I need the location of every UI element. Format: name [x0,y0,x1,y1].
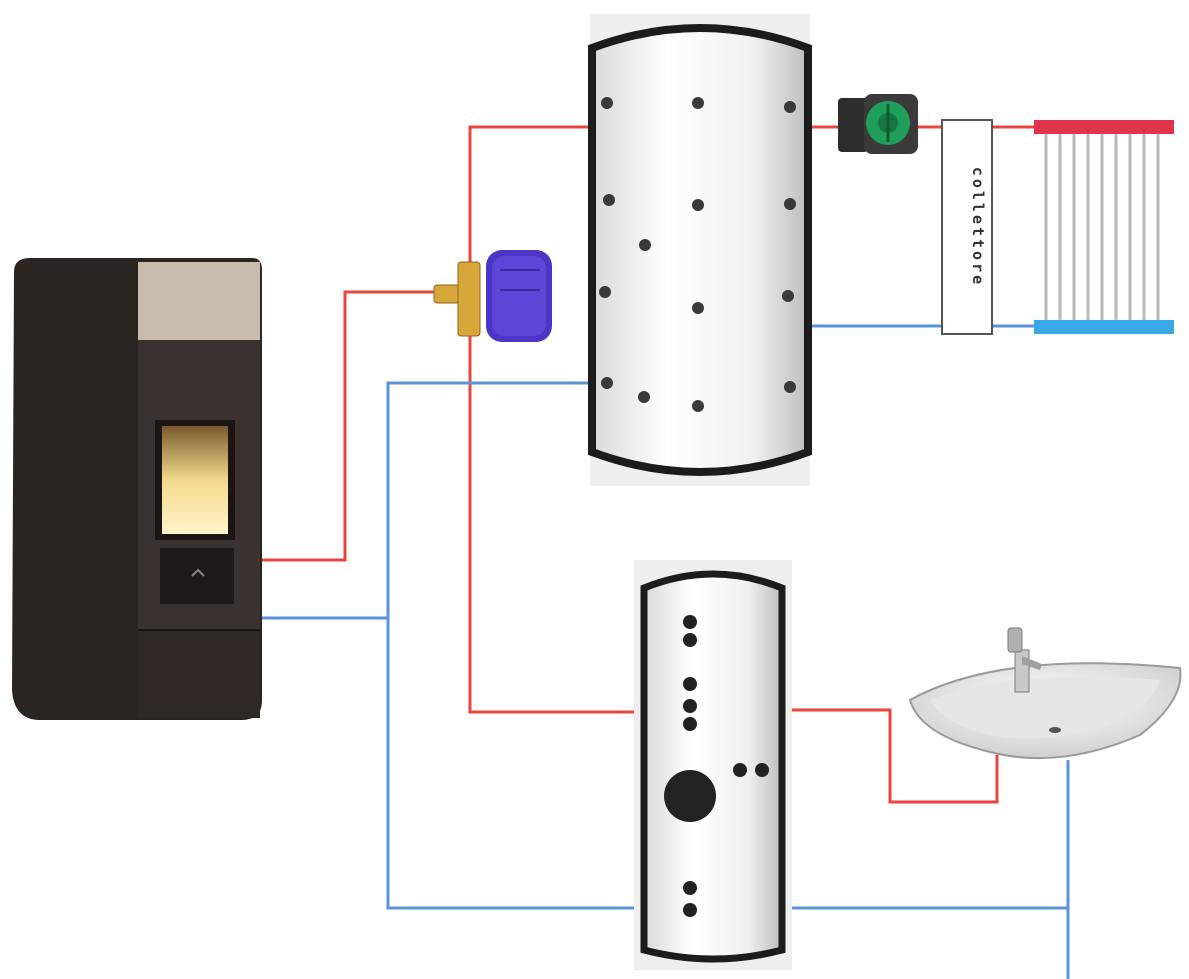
three-way-valve-icon [433,250,552,342]
puffer-tank-icon [588,14,812,486]
hot-water-pipes [262,125,1035,804]
boiler-to-sink-hot-pipe [786,708,999,804]
collector: collettore [941,119,993,335]
puffer-tank-ports [599,97,796,412]
boiler-tank-icon [634,560,792,970]
collector-label: collettore [969,167,987,287]
pellet-stove-icon [12,258,262,720]
cold-water-pipes [262,324,1070,979]
valve-to-boiler-hot-pipe [468,330,640,714]
faucet-icon [1007,627,1042,693]
radiator-icon [1034,120,1174,334]
valve-to-puffer-hot-pipe [468,125,592,265]
circulation-pump-icon [838,94,918,154]
washbasin-icon [908,662,1182,760]
stove-to-valve-hot-pipe [262,290,470,562]
puffer-cold-return-pipe [386,381,645,910]
boiler-tank-ports [664,615,769,917]
